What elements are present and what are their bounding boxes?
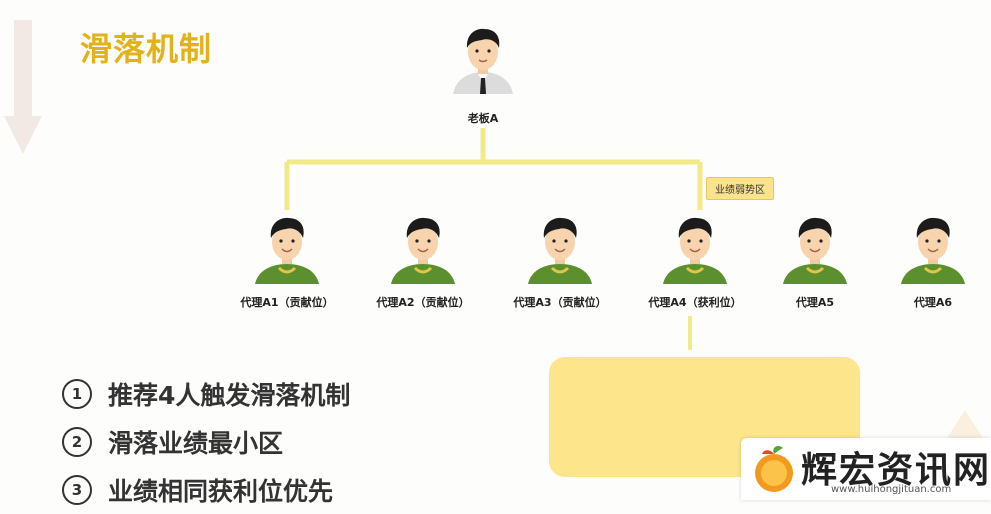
agent-label-a3: 代理A3（贡献位） [513,296,607,309]
agent-avatar-a6 [901,217,965,284]
agent-label-a6: 代理A6 [913,296,953,309]
boss-avatar [453,28,513,94]
agent-avatar-a4 [663,217,727,284]
agent-avatar-a1 [255,217,319,284]
rule-number: 2 [62,427,92,457]
rule-text: 滑落业绩最小区 [108,429,284,458]
rule-item-3: 3 业绩相同获利位优先 [62,466,350,514]
rule-item-1: 1 推荐4人触发滑落机制 [62,370,350,418]
agent-label-a5: 代理A5 [795,296,835,309]
agent-label-a4: 代理A4（获利位） [648,296,742,309]
watermark: 辉宏资讯网 www.huihongjituan.com [741,438,991,500]
watermark-url: www.huihongjituan.com [831,484,952,495]
page-title: 滑落机制 [80,30,213,68]
agent-avatar-a5 [783,217,847,284]
down-arrow-icon [4,20,42,154]
agent-avatar-a2 [391,217,455,284]
rule-number: 3 [62,475,92,505]
watermark-name: 辉宏资讯网 [801,450,991,491]
rules-list: 1 推荐4人触发滑落机制 2 滑落业绩最小区 3 业绩相同获利位优先 [62,370,350,514]
agent-avatar-a3 [528,217,592,284]
orange-logo-icon [755,446,793,492]
org-connectors [284,128,703,350]
weak-zone-tag: 业绩弱势区 [706,177,774,200]
agent-label-a1: 代理A1（贡献位） [240,296,334,309]
rule-text: 业绩相同获利位优先 [108,477,334,506]
boss-label: 老板A [467,112,499,125]
rule-number: 1 [62,379,92,409]
rule-text: 推荐4人触发滑落机制 [108,381,351,410]
rule-item-2: 2 滑落业绩最小区 [62,418,350,466]
agent-label-a2: 代理A2（贡献位） [376,296,470,309]
